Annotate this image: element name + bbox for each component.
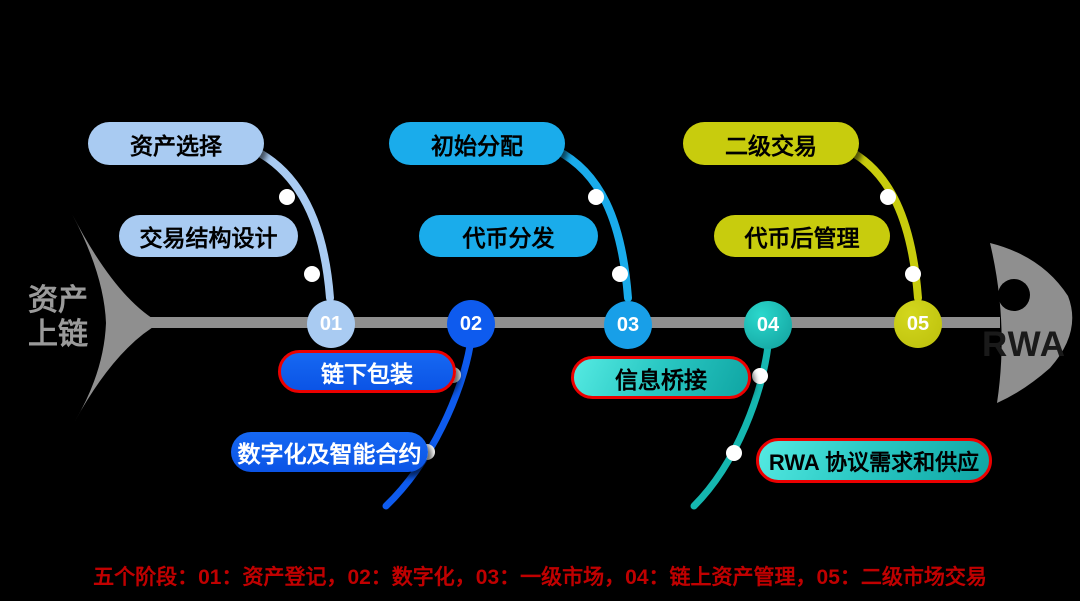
pill-asset-selection: 资产选择 [88, 122, 264, 165]
stage-number-04: 04 [756, 313, 780, 336]
fish-eye-icon [998, 279, 1030, 311]
tail-label-line2: 上链 [28, 318, 88, 351]
pill-offchain-packaging: 链下包装 [278, 350, 456, 393]
fish-head-shape [990, 243, 1073, 403]
stage-circle-03: 03 [604, 301, 652, 349]
tail-label-line1: 资产 [28, 284, 88, 317]
stage-number-03: 03 [616, 313, 640, 336]
pill-deal-structure-design: 交易结构设计 [119, 215, 298, 257]
footer-stage-legend: 五个阶段：01：资产登记，02：数字化，03：一级市场，04：链上资产管理，05… [93, 566, 987, 589]
pill-token-distribution: 代币分发 [419, 215, 598, 257]
stage-circle-05: 05 [894, 300, 942, 348]
pill-digitization-smart-contract: 数字化及智能合约 [231, 432, 428, 472]
connector-curve-stage1 [250, 146, 334, 302]
stage-circle-02: 02 [447, 300, 495, 348]
pill-initial-distribution: 初始分配 [389, 122, 565, 165]
pill-rwa-protocol-supply-demand: RWA 协议需求和供应 [756, 438, 992, 483]
tail-label: 资产 上链 [28, 284, 88, 352]
pill-post-token-management: 代币后管理 [714, 215, 890, 257]
fish-tail-notch [131, 293, 152, 312]
stage-number-05: 05 [906, 312, 930, 335]
pill-secondary-trading: 二级交易 [683, 122, 859, 165]
stage-number-02: 02 [459, 312, 483, 335]
fish-spine-line [150, 317, 1000, 328]
head-label: RWA [981, 325, 1067, 364]
connector-curve-stage4 [690, 342, 772, 510]
stage-number-01: 01 [319, 312, 343, 335]
stage-circle-01: 01 [307, 300, 355, 348]
pill-information-bridging: 信息桥接 [571, 356, 751, 399]
stage-circle-04: 04 [744, 301, 792, 349]
fish-tail-shape [72, 214, 160, 421]
connector-curve-stage2 [382, 342, 474, 510]
